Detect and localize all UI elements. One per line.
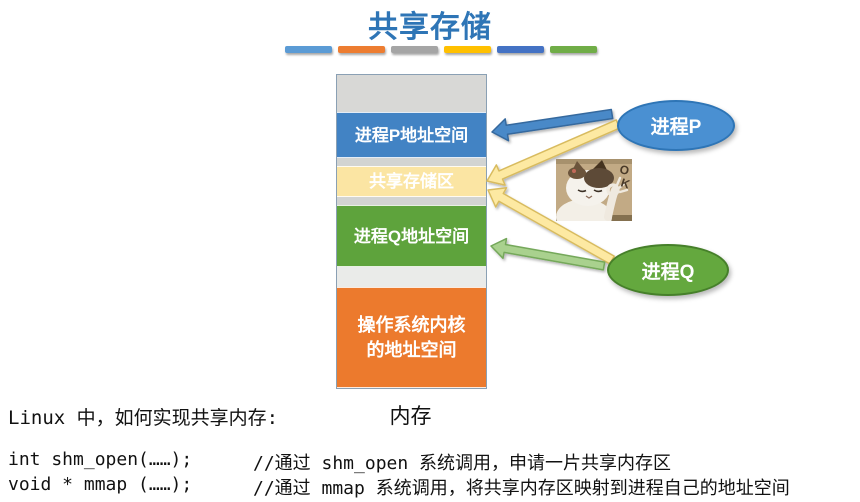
memory-divider [337,158,486,166]
process-p-ellipse: 进程P [617,100,735,151]
accent-bar [497,46,544,53]
memory-diagram: 进程P地址空间 共享存储区 进程Q地址空间 操作系统内核 的地址空间 [336,74,487,389]
code-comment: //通过 shm_open 系统调用，申请一片共享内存区 [253,453,672,474]
accent-bar [285,46,332,53]
process-label: 进程P [650,117,702,138]
memory-block-kernel: 操作系统内核 的地址空间 [337,287,486,388]
accent-bar [338,46,385,53]
arrow-processQ-to-q-space [490,237,606,271]
code-text: void * mmap (……); [8,474,193,495]
memory-caption: 内存 [389,404,432,428]
code-line: void * mmap (……); //通过 mmap 系统调用，将共享内存区映… [0,474,860,499]
memory-divider [337,267,486,287]
cat-ok-text-o: O [618,162,630,178]
memory-divider [337,197,486,205]
memory-block-process-q: 进程Q地址空间 [337,205,486,267]
code-text: int shm_open(……); [8,449,193,470]
accent-bar [444,46,491,53]
process-label: 进程Q [641,261,695,283]
memory-block-process-p: 进程P地址空间 [337,112,486,158]
page-title: 共享存储 [368,11,492,44]
accent-bar-row [285,46,597,53]
memory-block-shared: 共享存储区 [337,166,486,197]
arrow-processP-to-p-space [491,108,614,142]
cat-ok-meme-image: O K [556,159,632,221]
memory-block-free [337,75,486,112]
code-comment: //通过 mmap 系统调用，将共享内存区映射到进程自己的地址空间 [253,478,790,499]
accent-bar [391,46,438,53]
code-block: int shm_open(……); //通过 shm_open 系统调用，申请一… [0,449,860,499]
question-text: Linux 中，如何实现共享内存: [8,407,279,429]
cat-body [556,199,612,221]
code-line: int shm_open(……); //通过 shm_open 系统调用，申请一… [0,449,860,474]
process-q-ellipse: 进程Q [607,244,729,296]
accent-bar [550,46,597,53]
